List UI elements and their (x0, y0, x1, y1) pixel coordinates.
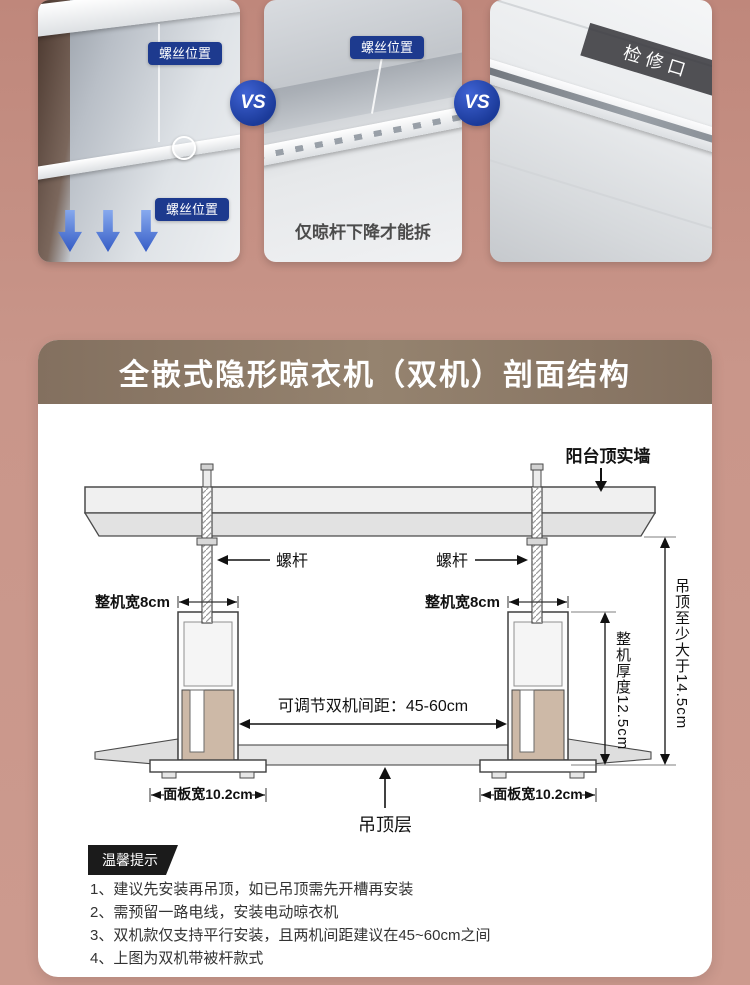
panel-width-label: 面板宽10.2cm (163, 786, 252, 802)
panel-width-dim-left: 面板宽10.2cm (149, 785, 267, 803)
concrete-slab (83, 486, 657, 537)
compare-panel-drop-rail: 螺丝位置 仅晾杆下降才能拆 (264, 0, 462, 262)
ceiling-depth-dim (644, 536, 676, 765)
vs-badge: VS (230, 80, 276, 126)
ceiling-rail-top (38, 0, 240, 39)
dryer-unit-left (149, 611, 267, 779)
unit-width-dim-right: 整机宽8cm (425, 593, 569, 611)
compare-panel-flush-rail: 螺丝位置 螺丝位置 (38, 0, 240, 262)
panel-caption: 仅晾杆下降才能拆 (295, 223, 431, 242)
down-arrow-icon (96, 210, 120, 252)
threaded-rod-right (526, 463, 548, 624)
tip-item: 4、上图为双机带被杆款式 (90, 950, 264, 967)
screw-position-label: 螺丝位置 (350, 36, 425, 59)
unit-width-label: 整机宽8cm (425, 593, 500, 611)
hanging-wire (158, 24, 160, 142)
panel-width-dim-right: 面板宽10.2cm (479, 785, 597, 803)
spacing-label: 可调节双机间距：45-60cm (278, 697, 468, 715)
screw-position-label: 螺丝位置 (148, 42, 223, 65)
suspended-ceiling (94, 738, 652, 767)
screw-position-label: 螺丝位置 (155, 198, 230, 221)
highlight-circle-icon (172, 136, 196, 160)
rod-label: 螺杆 (436, 552, 468, 570)
wall-label: 阳台顶实墙 (566, 446, 651, 466)
unit-width-label: 整机宽8cm (95, 593, 170, 611)
tips-list: 1、建议先安装再吊顶，如已吊顶需先开槽再安装 2、需预留一路电线，安装电动晾衣机… (90, 878, 490, 970)
compare-panel-access-port: 检修口 (490, 0, 712, 262)
ceiling-layer-callout: 吊顶层 (358, 767, 412, 835)
ceiling-depth-label: 吊顶至少大于14.5cm (673, 578, 690, 730)
dryer-unit-right (479, 611, 597, 779)
rod-callout-left: 螺杆 (217, 552, 308, 570)
ceiling-layer-label: 吊顶层 (358, 815, 412, 835)
tip-item: 3、双机款仅支持平行安装，且两机间距建议在45~60cm之间 (90, 927, 491, 944)
cross-section-card: 全嵌式隐形晾衣机（双机）剖面结构 (38, 340, 712, 977)
cross-section-diagram: 阳台顶实墙 螺杆 螺杆 整机宽8cm (83, 446, 676, 835)
rod-callout-right: 螺杆 (436, 552, 528, 570)
spacing-dim: 可调节双机间距：45-60cm (239, 697, 507, 729)
wall-callout: 阳台顶实墙 (566, 446, 651, 492)
wall-edge (38, 0, 70, 262)
rod-label: 螺杆 (276, 552, 308, 570)
tip-item: 1、建议先安装再吊顶，如已吊顶需先开槽再安装 (90, 881, 414, 898)
panel-width-label: 面板宽10.2cm (493, 786, 582, 802)
section-title: 全嵌式隐形晾衣机（双机）剖面结构 (38, 340, 712, 404)
tips-badge: 温馨提示 (88, 845, 178, 875)
threaded-rod-left (196, 463, 218, 624)
access-port-tag: 检修口 (580, 22, 712, 100)
unit-thickness-label: 整机厚度12.5cm (614, 631, 631, 751)
vs-badge: VS (454, 80, 500, 126)
ceiling-seam (490, 155, 712, 239)
tip-item: 2、需预留一路电线，安装电动晾衣机 (90, 904, 339, 921)
unit-thickness-dim (571, 611, 676, 766)
unit-width-dim-left: 整机宽8cm (95, 593, 239, 611)
